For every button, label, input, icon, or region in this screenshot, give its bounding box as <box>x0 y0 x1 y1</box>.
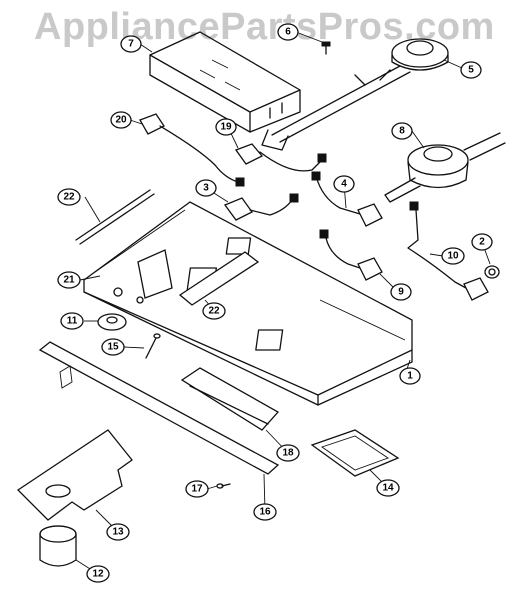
callout-3: 3 <box>195 179 217 197</box>
svg-text:22: 22 <box>208 306 220 317</box>
svg-text:2: 2 <box>479 237 485 248</box>
svg-text:22: 22 <box>63 192 75 203</box>
part-9-valve <box>319 229 383 281</box>
part-3-valve <box>223 193 299 221</box>
part-7-bracket <box>149 31 301 133</box>
part-14-plate <box>310 429 400 477</box>
callout-6: 6 <box>277 23 299 41</box>
svg-text:9: 9 <box>398 287 404 298</box>
part-1-tray <box>83 201 413 406</box>
part-12-cap <box>39 525 77 567</box>
part-8-burner <box>384 132 506 203</box>
callout-18: 18 <box>276 444 300 462</box>
svg-text:6: 6 <box>285 27 291 38</box>
part-22-channel-lower <box>178 251 260 306</box>
svg-text:3: 3 <box>203 183 209 194</box>
callout-9: 9 <box>390 283 412 301</box>
svg-text:4: 4 <box>341 179 347 190</box>
svg-text:16: 16 <box>259 507 271 518</box>
part-2-nut <box>484 265 500 279</box>
callout-22-lower: 22 <box>202 302 226 320</box>
callout-22-upper: 22 <box>57 188 81 206</box>
part-13-shield <box>16 429 133 521</box>
callout-21: 21 <box>57 271 81 289</box>
svg-text:19: 19 <box>220 122 232 133</box>
part-6-screw <box>321 41 331 55</box>
callouts: 7 6 5 8 20 19 3 4 22 2 10 9 21 22 1 11 1… <box>57 23 493 583</box>
callout-20: 20 <box>110 111 132 129</box>
svg-text:18: 18 <box>282 448 294 459</box>
callout-19: 19 <box>215 118 237 136</box>
part-5-burner <box>261 38 449 151</box>
callout-13: 13 <box>106 523 130 541</box>
svg-text:8: 8 <box>399 126 405 137</box>
svg-text:17: 17 <box>191 484 203 495</box>
callout-8: 8 <box>391 122 413 140</box>
part-15-screw <box>145 333 161 359</box>
part-22-rod-upper <box>75 189 155 245</box>
callout-16: 16 <box>253 503 277 521</box>
callout-5: 5 <box>460 61 482 79</box>
svg-text:15: 15 <box>107 342 119 353</box>
callout-12: 12 <box>86 565 110 583</box>
callout-17: 17 <box>185 480 209 498</box>
callout-7: 7 <box>120 35 142 53</box>
part-10-valve <box>407 201 489 301</box>
callout-10: 10 <box>441 247 465 265</box>
svg-text:10: 10 <box>447 251 459 262</box>
svg-text:14: 14 <box>382 483 394 494</box>
svg-text:1: 1 <box>407 371 413 382</box>
part-17-screw <box>216 483 231 489</box>
callout-15: 15 <box>101 338 125 356</box>
svg-text:21: 21 <box>63 275 75 286</box>
callout-11: 11 <box>60 312 84 330</box>
part-4-valve <box>311 171 383 227</box>
svg-text:13: 13 <box>112 527 124 538</box>
svg-text:7: 7 <box>128 39 134 50</box>
svg-text:11: 11 <box>67 316 78 327</box>
part-21-bracket <box>137 249 173 299</box>
callout-14: 14 <box>376 479 400 497</box>
part-18-channel <box>180 367 280 431</box>
svg-text:20: 20 <box>115 115 127 126</box>
callout-2: 2 <box>471 233 493 251</box>
part-16-rail <box>38 341 280 475</box>
part-20-valve <box>139 113 245 187</box>
svg-text:5: 5 <box>468 65 474 76</box>
svg-text:12: 12 <box>92 569 104 580</box>
callout-1: 1 <box>399 367 421 385</box>
part-11-grommet <box>97 313 127 331</box>
part-19-valve <box>234 143 327 172</box>
callout-4: 4 <box>333 175 355 193</box>
